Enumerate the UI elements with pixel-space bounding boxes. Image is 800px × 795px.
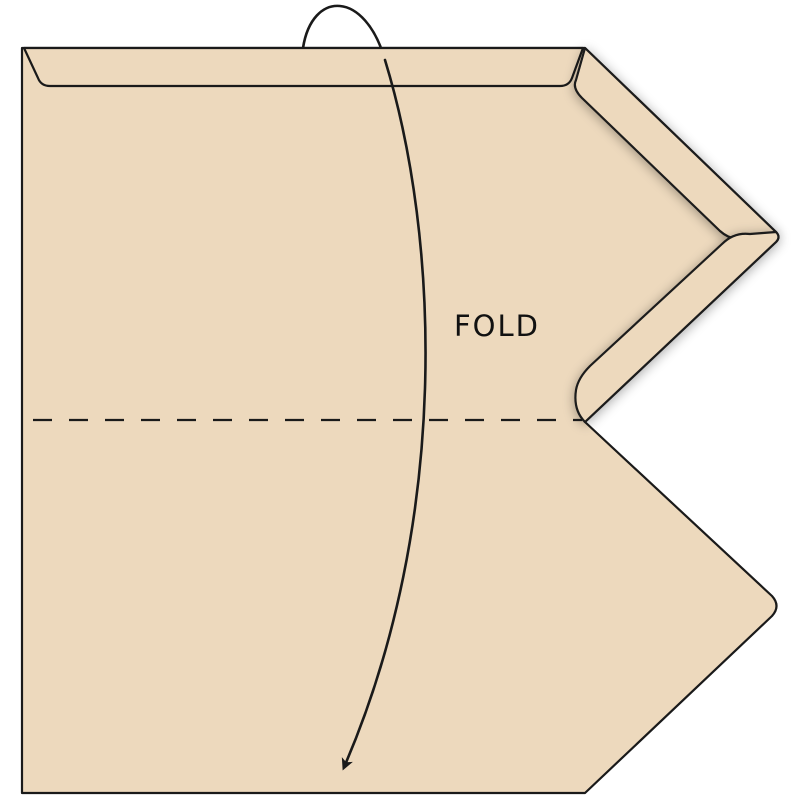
lower-diagonal-flap: [574, 230, 780, 424]
curved-arrow-down-icon: [341, 58, 427, 771]
fold-label: FOLD: [454, 309, 540, 343]
top-hem-flap: [22, 46, 585, 88]
fold-arrow-back: [301, 4, 387, 62]
